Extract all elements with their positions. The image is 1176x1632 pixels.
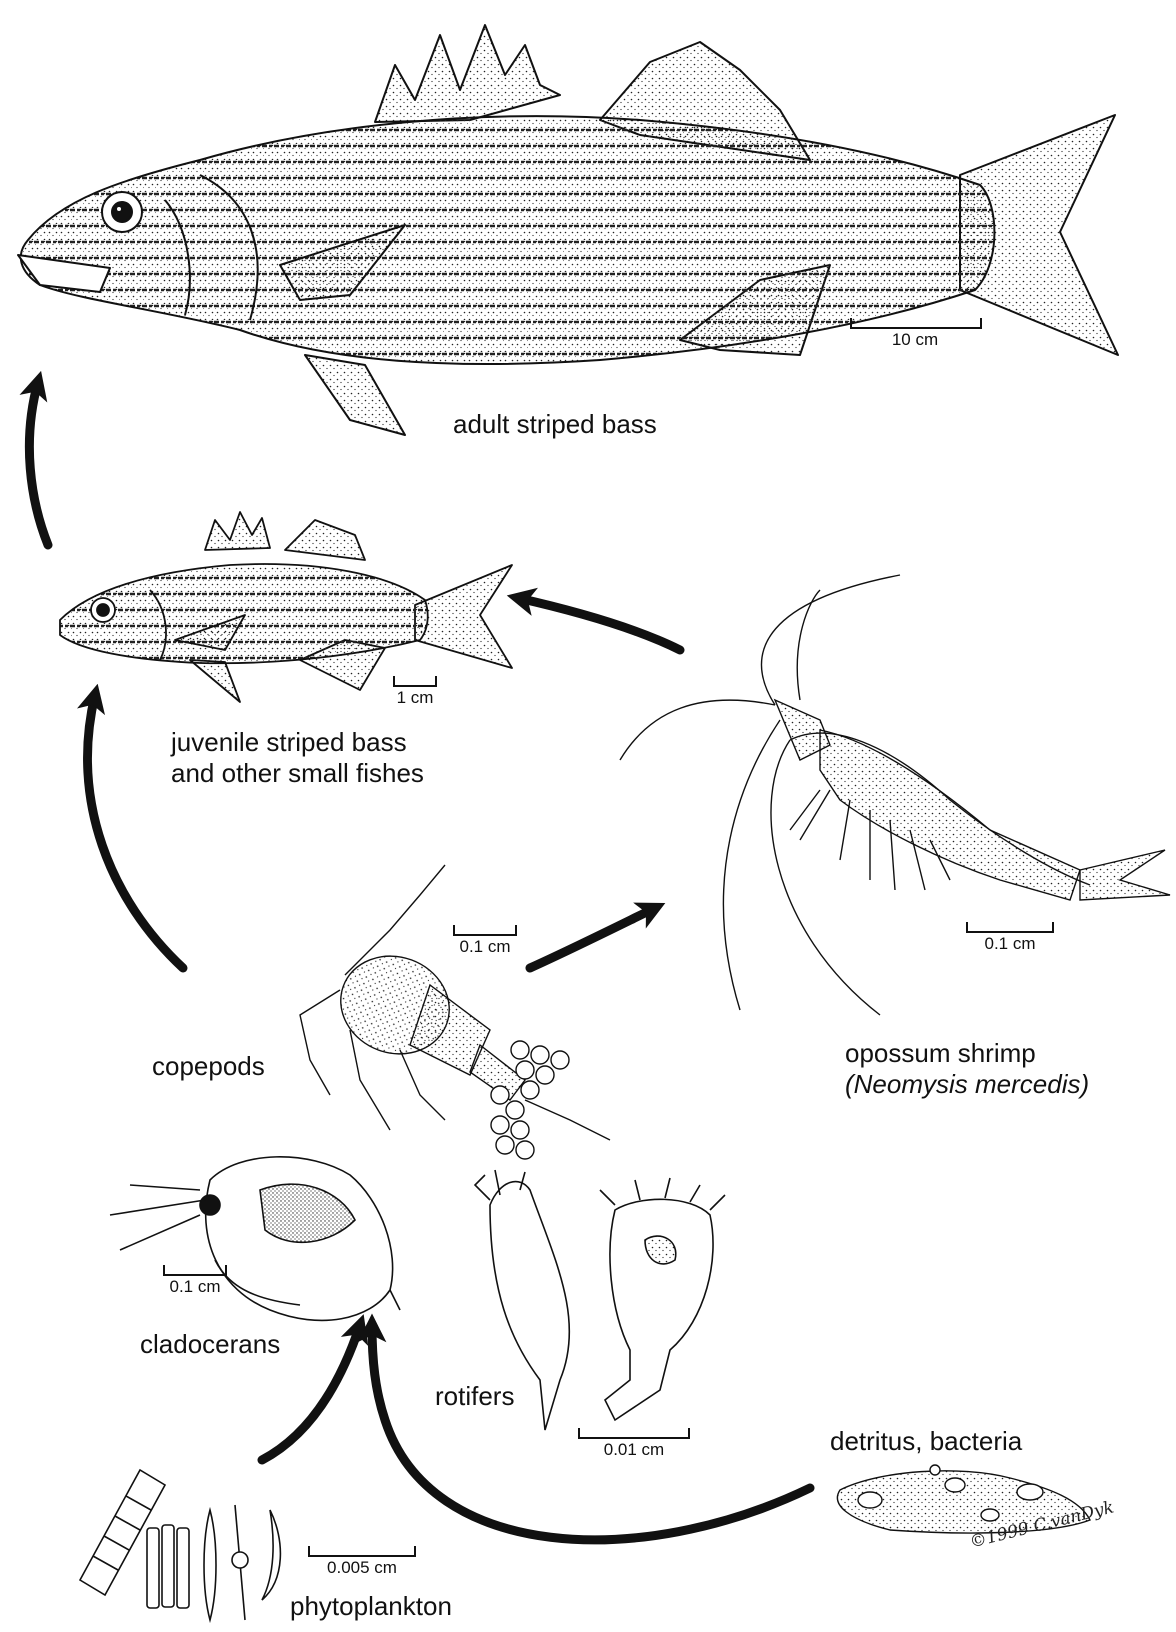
label-juvenile-line1: juvenile striped bass	[171, 726, 407, 759]
scale-bar-rotifer-text: 0.01 cm	[578, 1440, 690, 1460]
juvenile-striped-bass	[60, 512, 512, 702]
scale-bar-shrimp-text: 0.1 cm	[965, 934, 1055, 954]
label-copepods: copepods	[152, 1050, 265, 1083]
arrow-shrimp-to-juvenile	[518, 598, 680, 650]
label-phytoplankton: phytoplankton	[290, 1590, 452, 1623]
label-juvenile-line2: and other small fishes	[171, 757, 424, 790]
copepod	[300, 865, 610, 1159]
label-detritus-bacteria: detritus, bacteria	[830, 1425, 1022, 1458]
phytoplankton	[80, 1470, 280, 1620]
scale-bar-adult-text: 10 cm	[850, 330, 980, 350]
label-adult-striped-bass: adult striped bass	[453, 408, 657, 441]
arrow-juvenile-to-adult	[29, 382, 48, 545]
scale-bar-rotifer: 0.01 cm	[578, 1428, 690, 1460]
label-opossum-shrimp: opossum shrimp	[845, 1037, 1036, 1070]
label-rotifers: rotifers	[435, 1380, 514, 1413]
scale-bar-copepod-text: 0.1 cm	[450, 937, 520, 957]
scale-bar-phytoplankton-text: 0.005 cm	[308, 1558, 416, 1578]
scale-bar-copepod: 0.1 cm	[450, 925, 520, 957]
scale-bar-adult: 10 cm	[850, 318, 980, 350]
label-cladocerans: cladocerans	[140, 1328, 280, 1361]
opossum-shrimp	[620, 575, 1170, 1015]
scale-bar-phytoplankton: 0.005 cm	[308, 1546, 416, 1578]
scale-bar-cladoceran: 0.1 cm	[160, 1265, 230, 1297]
arrow-copepods-to-juvenile	[88, 695, 183, 968]
scale-bar-juvenile: 1 cm	[393, 676, 437, 708]
adult-striped-bass	[18, 25, 1118, 435]
food-web-arrows	[29, 382, 810, 1540]
arrow-copepods-to-shrimp	[530, 908, 655, 968]
scale-bar-cladoceran-text: 0.1 cm	[160, 1277, 230, 1297]
scale-bar-juvenile-text: 1 cm	[393, 688, 437, 708]
label-neomysis-mercedis: (Neomysis mercedis)	[845, 1068, 1089, 1101]
scale-bar-shrimp: 0.1 cm	[965, 922, 1055, 954]
cladoceran	[110, 1157, 400, 1321]
